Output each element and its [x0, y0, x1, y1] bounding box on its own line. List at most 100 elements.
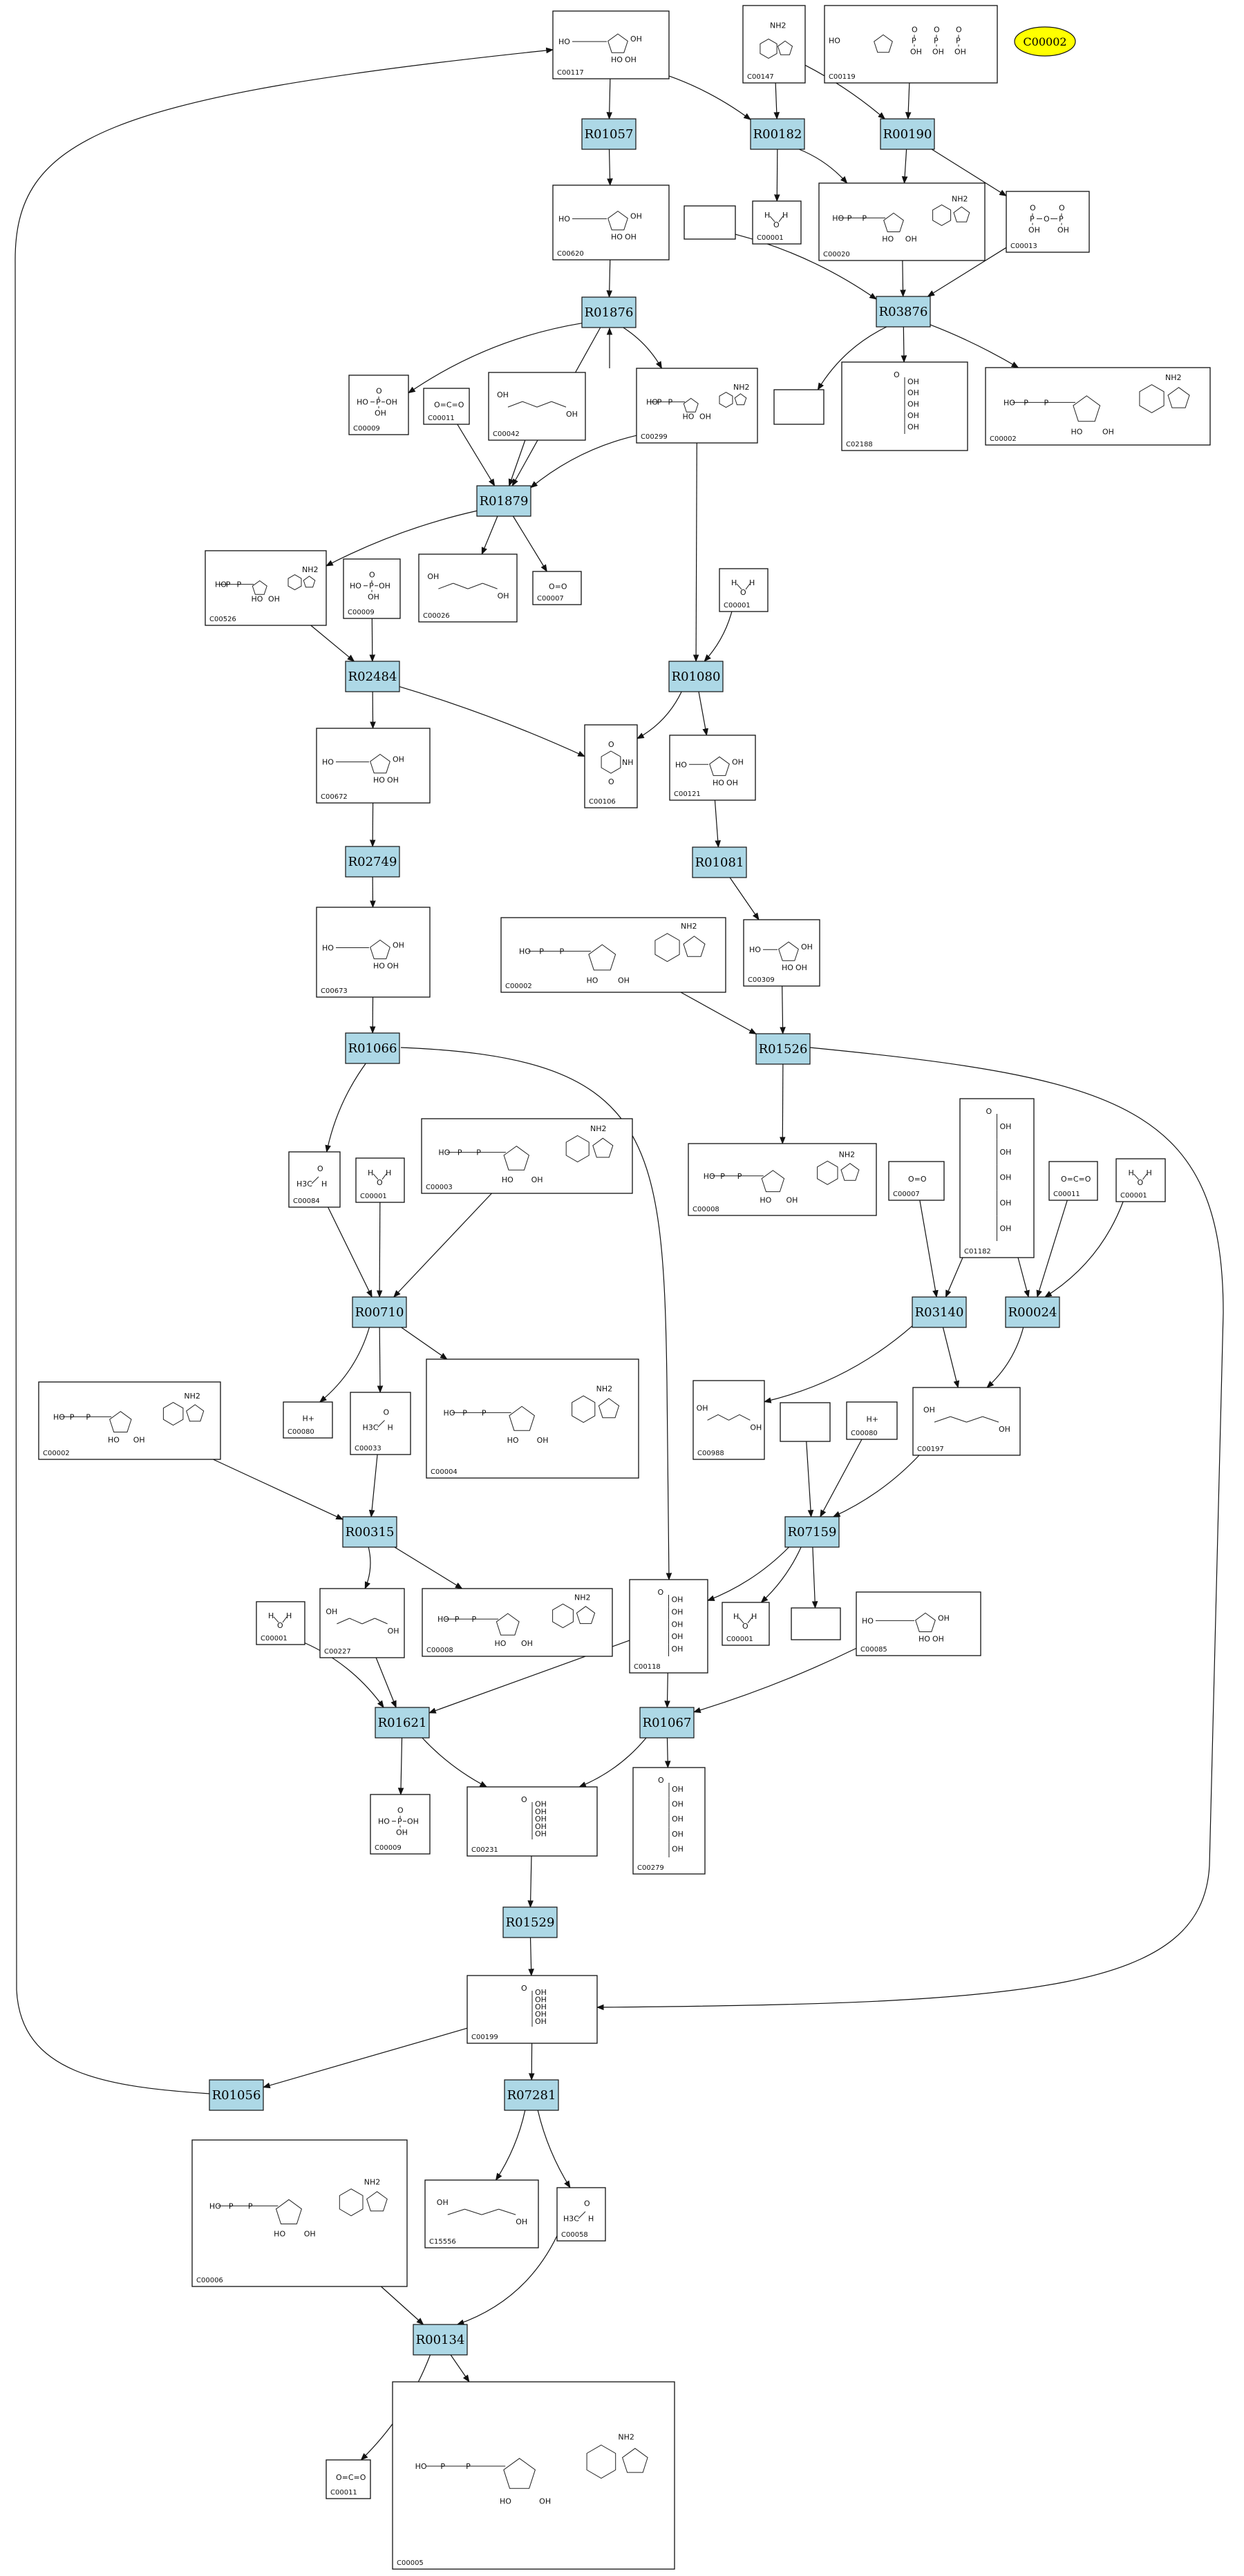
- reaction-box[interactable]: [692, 846, 747, 878]
- compound-box[interactable]: [205, 550, 327, 626]
- compound-box[interactable]: [688, 1143, 877, 1216]
- compound-box[interactable]: [846, 1401, 898, 1440]
- reaction-box[interactable]: [581, 118, 637, 150]
- reaction-node[interactable]: R03140: [912, 1296, 967, 1328]
- compound-box[interactable]: [556, 2187, 606, 2242]
- reaction-node[interactable]: R01879: [476, 485, 531, 517]
- compound-box[interactable]: [423, 388, 470, 425]
- compound-box[interactable]: [742, 5, 806, 84]
- reaction-box[interactable]: [581, 296, 637, 328]
- reaction-node[interactable]: R01876: [581, 296, 637, 328]
- compound-box[interactable]: [824, 5, 998, 84]
- compound-box[interactable]: [38, 1381, 221, 1460]
- compound-box[interactable]: [316, 728, 431, 804]
- compound-box[interactable]: [684, 205, 736, 240]
- reaction-node[interactable]: R03876: [876, 296, 931, 328]
- reaction-box[interactable]: [413, 2324, 468, 2356]
- compound-box[interactable]: [780, 1402, 831, 1442]
- reaction-node[interactable]: R00182: [750, 118, 805, 150]
- compound-box[interactable]: [488, 372, 586, 441]
- reaction-node[interactable]: R01067: [639, 1707, 695, 1739]
- reaction-box[interactable]: [345, 846, 400, 878]
- reaction-box[interactable]: [209, 2079, 264, 2111]
- compound-box[interactable]: [791, 1607, 841, 1640]
- compound-box[interactable]: [350, 1392, 411, 1455]
- reaction-box[interactable]: [784, 1516, 840, 1548]
- compound-node[interactable]: H+C00080: [846, 1401, 898, 1440]
- compound-box[interactable]: [424, 2179, 539, 2248]
- reaction-node[interactable]: R01621: [375, 1707, 430, 1739]
- reaction-box[interactable]: [345, 661, 400, 692]
- reaction-box[interactable]: [345, 1032, 400, 1064]
- reaction-box[interactable]: [342, 1516, 397, 1548]
- compound-box[interactable]: [319, 1588, 405, 1658]
- compound-box[interactable]: [888, 1161, 945, 1201]
- reaction-node[interactable]: R01529: [502, 1906, 558, 1938]
- compound-node[interactable]: [791, 1607, 841, 1640]
- compound-box[interactable]: [584, 724, 638, 808]
- compound-box[interactable]: [256, 1601, 305, 1645]
- reaction-box[interactable]: [352, 1296, 407, 1328]
- compound-box[interactable]: [370, 1794, 431, 1855]
- reaction-node[interactable]: R00710: [352, 1296, 407, 1328]
- compound-box[interactable]: [743, 919, 820, 987]
- compound-box[interactable]: [283, 1401, 333, 1439]
- compound-box[interactable]: [636, 368, 758, 444]
- compound-box[interactable]: [773, 389, 824, 425]
- reaction-box[interactable]: [502, 1906, 558, 1938]
- compound-box[interactable]: [552, 184, 670, 261]
- reaction-box[interactable]: [668, 661, 724, 692]
- reaction-node[interactable]: R01066: [345, 1032, 400, 1064]
- compound-box[interactable]: [752, 200, 802, 245]
- reaction-box[interactable]: [1005, 1296, 1060, 1328]
- reaction-node[interactable]: R00190: [880, 118, 935, 150]
- compound-box[interactable]: [1006, 191, 1090, 253]
- compound-box[interactable]: [191, 2139, 408, 2287]
- target-compound[interactable]: C00002: [1014, 26, 1076, 57]
- compound-box[interactable]: [669, 735, 756, 801]
- compound-node[interactable]: [780, 1402, 831, 1442]
- reaction-node[interactable]: R07281: [504, 2079, 559, 2111]
- compound-box[interactable]: [288, 1151, 341, 1208]
- compound-box[interactable]: [426, 1358, 639, 1479]
- reaction-box[interactable]: [639, 1707, 695, 1739]
- compound-box[interactable]: [856, 1591, 981, 1656]
- reaction-node[interactable]: R00024: [1005, 1296, 1060, 1328]
- reaction-node[interactable]: R00315: [342, 1516, 397, 1548]
- reaction-node[interactable]: R02484: [345, 661, 400, 692]
- compound-box[interactable]: [421, 1118, 633, 1194]
